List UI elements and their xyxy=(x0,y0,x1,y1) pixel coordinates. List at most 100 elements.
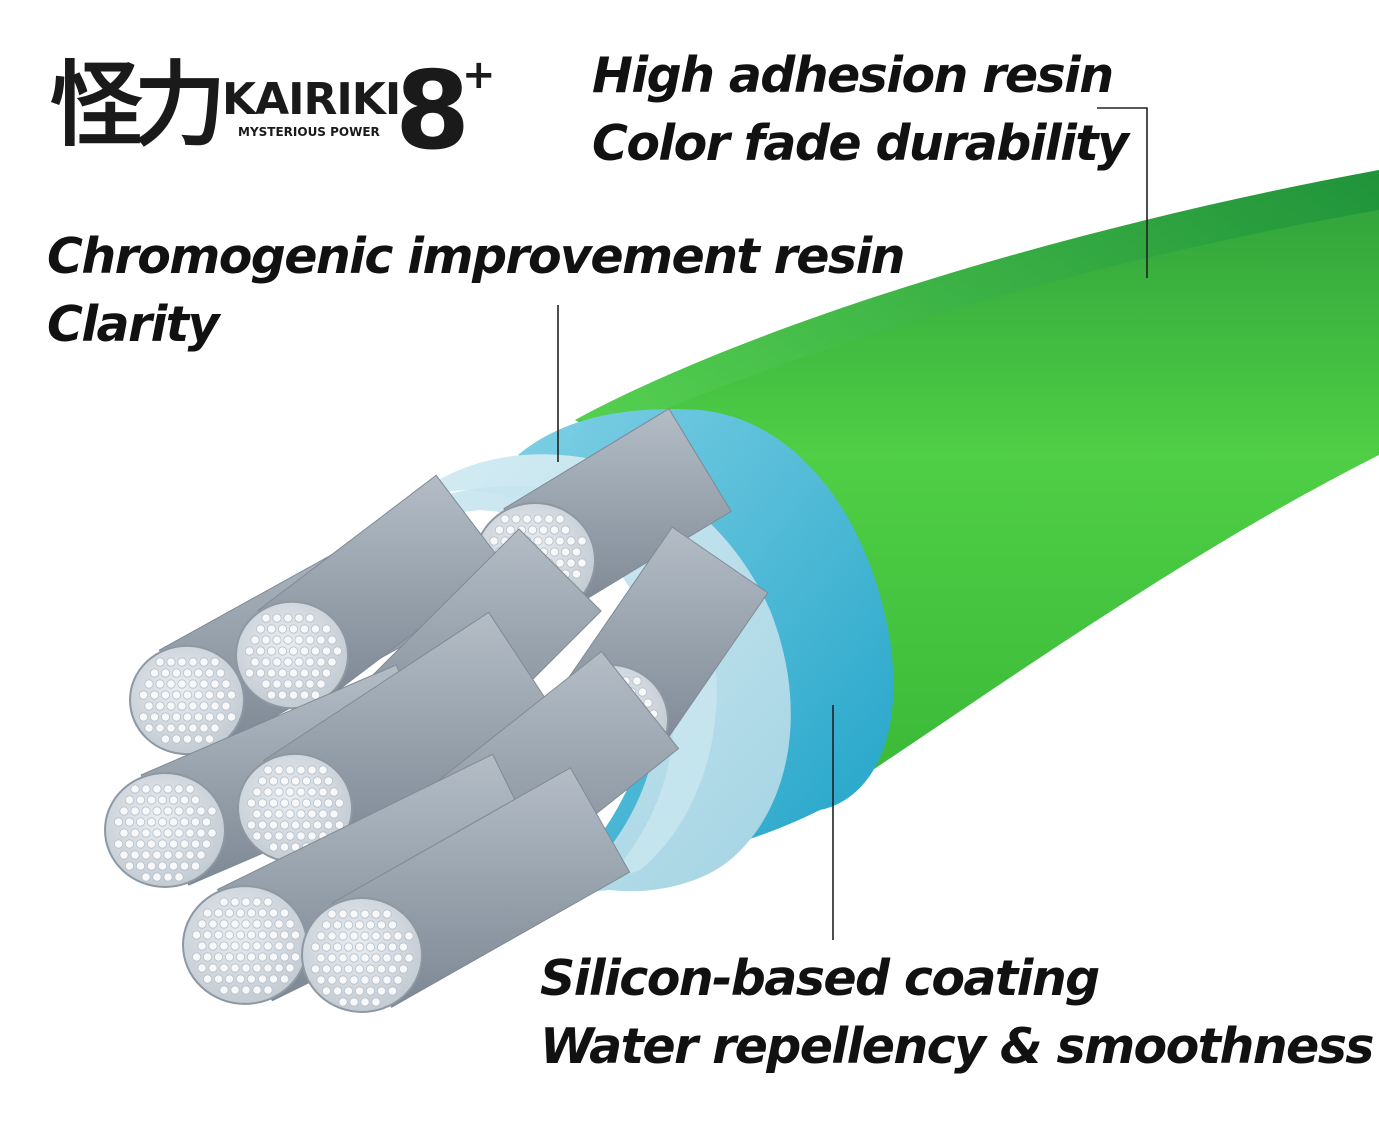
fiber-end xyxy=(266,624,277,634)
fiber-end xyxy=(202,952,213,962)
fiber-end xyxy=(307,765,317,775)
logo-tagline: MYSTERIOUS POWER xyxy=(238,125,380,139)
fiber-end xyxy=(261,679,271,689)
fiber-end xyxy=(257,930,268,940)
fiber-end xyxy=(288,646,299,656)
fiber-end xyxy=(163,872,173,882)
fiber-end xyxy=(274,787,284,797)
fiber-end xyxy=(294,679,304,689)
fiber-end xyxy=(119,828,129,838)
fiber-end xyxy=(318,809,328,819)
fiber-end xyxy=(257,952,268,962)
fiber-end xyxy=(288,690,299,700)
fiber-end xyxy=(360,931,370,941)
fiber-end xyxy=(332,986,343,996)
fiber-end xyxy=(382,953,392,963)
fiber-end xyxy=(174,828,184,838)
fiber-end xyxy=(193,690,204,700)
fiber-end xyxy=(285,809,295,819)
fiber-end xyxy=(163,850,173,860)
fiber-end xyxy=(301,798,312,808)
fiber-end xyxy=(197,919,207,929)
fiber-end xyxy=(360,997,370,1007)
fiber-end xyxy=(527,525,538,535)
fiber-end xyxy=(387,920,398,930)
fiber-end xyxy=(560,525,571,535)
fiber-end xyxy=(272,679,282,689)
fiber-end xyxy=(152,872,162,882)
logo-plus-mark: + xyxy=(462,52,496,98)
fiber-end xyxy=(113,839,124,849)
fiber-end xyxy=(174,806,184,816)
fiber-end xyxy=(230,941,240,951)
fiber-end xyxy=(279,952,290,962)
fiber-end xyxy=(174,850,184,860)
fiber-end xyxy=(371,909,381,919)
fiber-end xyxy=(185,828,195,838)
fiber-end xyxy=(290,952,301,962)
fiber-end xyxy=(244,646,255,656)
fiber-end xyxy=(196,806,206,816)
fiber-end xyxy=(310,964,321,974)
fiber-end xyxy=(318,765,328,775)
fiber-end xyxy=(141,850,151,860)
fiber-end xyxy=(268,820,279,830)
fiber-end xyxy=(279,776,290,786)
fiber-end xyxy=(360,909,370,919)
fiber-end xyxy=(197,941,207,951)
fiber-end xyxy=(533,536,543,546)
fiber-end xyxy=(279,820,290,830)
fiber-end xyxy=(349,931,359,941)
fiber-end xyxy=(263,897,273,907)
fiber-end xyxy=(294,635,304,645)
fiber-end xyxy=(191,930,202,940)
fiber-end xyxy=(177,679,187,689)
fiber-end xyxy=(215,690,226,700)
fiber-end xyxy=(182,712,193,722)
fiber-end xyxy=(299,668,310,678)
fiber-end xyxy=(290,930,301,940)
fiber-end xyxy=(274,941,284,951)
fiber-end xyxy=(124,817,135,827)
fiber-end xyxy=(190,817,201,827)
fiber-end xyxy=(272,657,282,667)
fiber-end xyxy=(208,963,218,973)
fiber-end xyxy=(283,657,293,667)
callout-silicon-title: Silicon-based coating xyxy=(540,950,1100,1007)
fiber-end xyxy=(299,690,310,700)
callout-adhesion-resin: High adhesion resin Color fade durabilit… xyxy=(592,42,1129,178)
fiber-end xyxy=(235,930,246,940)
fiber-end xyxy=(310,942,321,952)
callout-silicon-coating: Silicon-based coating Water repellency &… xyxy=(540,945,1374,1081)
fiber-end xyxy=(219,941,229,951)
fiber-end xyxy=(171,712,182,722)
fiber-end xyxy=(230,919,240,929)
fiber-end xyxy=(321,624,332,634)
fiber-end xyxy=(179,795,190,805)
fiber-end xyxy=(329,809,339,819)
fiber-end xyxy=(155,679,165,689)
fiber-end xyxy=(255,646,266,656)
fiber-end xyxy=(246,930,257,940)
fiber-end xyxy=(210,657,220,667)
fiber-end xyxy=(327,909,337,919)
fiber-end xyxy=(272,635,282,645)
fiber-end xyxy=(179,861,190,871)
fiber-end xyxy=(310,646,321,656)
fiber-end xyxy=(305,635,315,645)
fiber-end xyxy=(577,558,587,568)
fiber-end xyxy=(171,690,182,700)
fiber-end xyxy=(168,839,179,849)
fiber-end xyxy=(279,842,290,852)
fiber-end xyxy=(382,931,392,941)
fiber-end xyxy=(182,734,193,744)
fiber-end xyxy=(323,798,334,808)
fiber-end xyxy=(204,668,215,678)
fiber-end xyxy=(224,952,235,962)
fiber-end xyxy=(141,806,151,816)
fiber-end xyxy=(168,795,179,805)
fiber-end xyxy=(124,861,135,871)
fiber-end xyxy=(204,690,215,700)
fiber-end xyxy=(135,839,146,849)
